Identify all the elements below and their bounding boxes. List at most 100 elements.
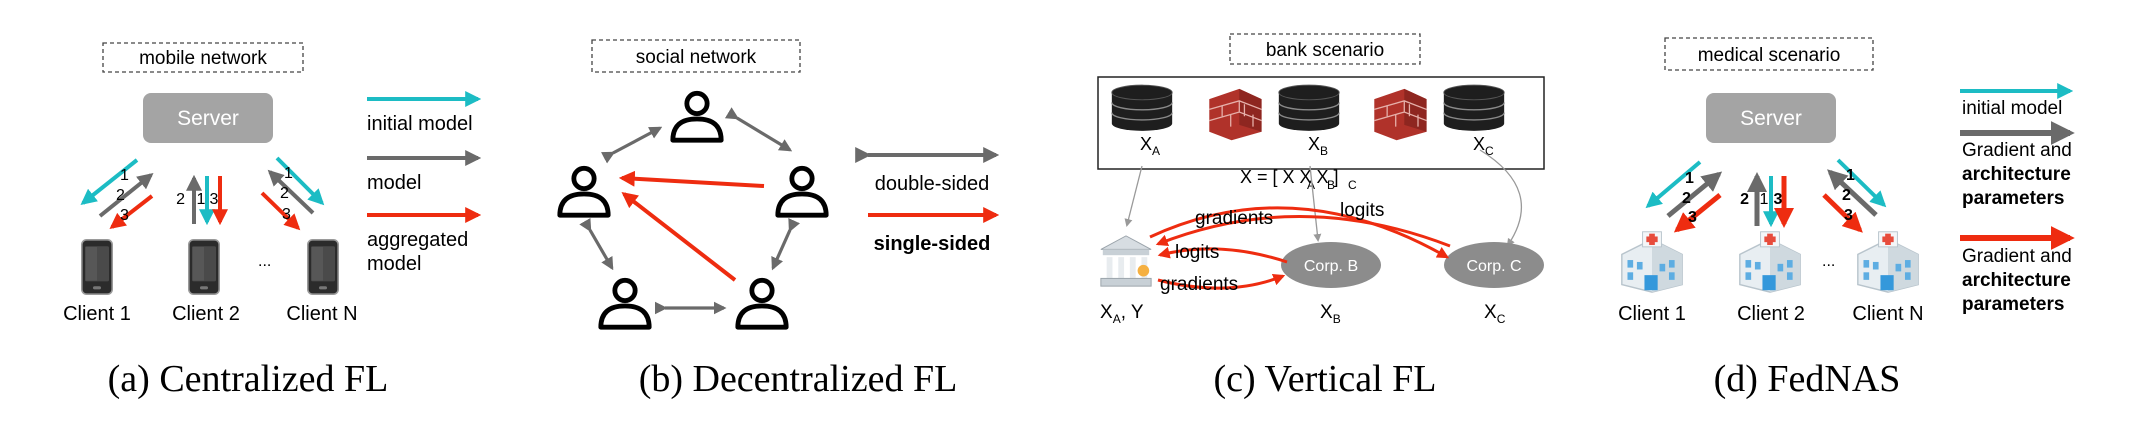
legend-d-grad-label-1: Gradient and bbox=[1962, 140, 2072, 161]
bottom-label-c: XC bbox=[1484, 302, 1506, 326]
legend-d-initial-label: initial model bbox=[1962, 98, 2062, 119]
num-1-d-client2: 1 bbox=[1760, 191, 1769, 208]
num-3-d-clientn: 3 bbox=[1844, 207, 1853, 224]
corp-b-label: Corp. B bbox=[1304, 258, 1358, 275]
legend-d-red-label-1: Gradient and bbox=[1962, 246, 2072, 267]
arrow-d-clientn-red bbox=[1822, 193, 1863, 233]
ellipsis-d: ... bbox=[1822, 253, 1835, 270]
legend-model-label: model bbox=[367, 172, 421, 194]
edge-double bbox=[724, 107, 793, 152]
corp-c-label: Corp. C bbox=[1466, 258, 1521, 275]
firewall-icon bbox=[1373, 88, 1428, 141]
server-box-d bbox=[1706, 93, 1836, 143]
num-1-clientn: 1 bbox=[284, 165, 293, 182]
server-label: Server bbox=[177, 107, 239, 130]
firewall-icon bbox=[1208, 88, 1263, 141]
arrow-logits-c bbox=[1155, 215, 1451, 248]
social-network-tag: social network bbox=[636, 47, 757, 68]
edge-single bbox=[621, 192, 737, 282]
caption-c: (c) Vertical FL bbox=[1214, 358, 1437, 400]
edge-double bbox=[600, 126, 663, 164]
bank-icon bbox=[1100, 235, 1152, 287]
person-icon bbox=[738, 280, 786, 327]
arrow-d-clientn-initial bbox=[1836, 158, 1887, 208]
client-n-label-d: Client N bbox=[1852, 303, 1923, 325]
num-3-d-client1: 3 bbox=[1688, 209, 1697, 226]
num-1-client2: 1 bbox=[197, 191, 206, 208]
legend-initial-label: initial model bbox=[367, 113, 473, 135]
client-2-label: Client 2 bbox=[172, 303, 240, 325]
client-n-label: Client N bbox=[286, 303, 357, 325]
legend-aggregated-label: aggregated bbox=[367, 229, 468, 251]
client-2-label-d: Client 2 bbox=[1737, 303, 1805, 325]
arrow-client1-initial bbox=[80, 158, 139, 205]
database-icon bbox=[1111, 84, 1173, 132]
arrow-client1-model bbox=[98, 172, 154, 218]
mobile-network-tag-box bbox=[102, 42, 304, 73]
connector-c bbox=[1479, 149, 1522, 247]
phone-icon bbox=[81, 238, 113, 296]
legend-double-label: double-sided bbox=[875, 173, 990, 195]
panel-a: mobile network Server 1 2 3 2 1 3 1 2 3 … bbox=[63, 42, 482, 400]
connector-a bbox=[1124, 165, 1143, 227]
person-icon bbox=[560, 168, 608, 215]
num-1-d-clientn: 1 bbox=[1846, 167, 1855, 184]
hospital-icon bbox=[1621, 231, 1683, 293]
edge-double bbox=[579, 217, 614, 271]
panel-c: bank scenario XA XB XC X = [ X X X ] A B… bbox=[1097, 33, 1545, 400]
edge-single bbox=[618, 170, 765, 188]
corp-c-node bbox=[1444, 242, 1544, 288]
bank-scenario-tag: bank scenario bbox=[1266, 40, 1384, 61]
arrow-d-client1-red bbox=[1673, 193, 1722, 233]
logits-label-top: logits bbox=[1340, 200, 1384, 221]
legend-d-red-label-3: parameters bbox=[1962, 294, 2064, 315]
arrow-d-client1-initial bbox=[1645, 160, 1702, 209]
database-icon bbox=[1443, 84, 1505, 132]
mobile-network-tag: mobile network bbox=[139, 48, 267, 69]
legend-single-label: single-sided bbox=[874, 233, 991, 255]
caption-a: (a) Centralized FL bbox=[108, 358, 389, 400]
ellipsis: ... bbox=[258, 253, 271, 270]
legend-d-red-label-2: architecture bbox=[1962, 270, 2071, 291]
num-2-client2: 2 bbox=[176, 191, 185, 208]
gradients-label-bottom: gradients bbox=[1160, 274, 1238, 295]
arrow-clientn-model bbox=[267, 169, 315, 215]
num-3-client2: 3 bbox=[210, 191, 219, 208]
arrow-clientn-initial bbox=[275, 156, 325, 206]
legend-d-grad-label-3: parameters bbox=[1962, 188, 2064, 209]
bank-scenario-tag-box bbox=[1229, 33, 1421, 65]
connector-b bbox=[1309, 165, 1322, 242]
person-icon bbox=[673, 93, 721, 140]
caption-b: (b) Decentralized FL bbox=[639, 358, 958, 400]
database-icon bbox=[1278, 84, 1340, 132]
logits-label-bottom: logits bbox=[1175, 242, 1219, 263]
hospital-icon bbox=[1739, 231, 1801, 293]
arrow-clientn-aggregated bbox=[260, 191, 301, 231]
corp-b-node bbox=[1281, 242, 1381, 288]
num-3-client1: 3 bbox=[120, 207, 129, 224]
legend-d-grad-label-2: architecture bbox=[1962, 164, 2071, 185]
db-c-label: XC bbox=[1473, 134, 1494, 158]
edge-double bbox=[771, 218, 801, 271]
server-box bbox=[143, 93, 273, 143]
phone-icon bbox=[188, 238, 220, 296]
formula-sub-c: C bbox=[1348, 178, 1357, 192]
panel-d: medical scenario Server 1 2 3 2 1 3 1 2 … bbox=[1618, 37, 2075, 400]
social-network-tag-box bbox=[591, 39, 801, 73]
num-3-d-client2: 3 bbox=[1774, 191, 1783, 208]
formula-sub-a: A bbox=[1307, 178, 1315, 192]
arrow-gradients-b bbox=[1157, 273, 1286, 290]
num-2-d-client1: 2 bbox=[1682, 190, 1691, 207]
num-3-clientn: 3 bbox=[282, 206, 291, 223]
medical-scenario-tag-box bbox=[1664, 37, 1874, 71]
legend-aggregated-label-2: model bbox=[367, 253, 421, 275]
bottom-label-a: XA, Y bbox=[1100, 302, 1144, 326]
person-icon bbox=[778, 168, 826, 215]
person-icon bbox=[601, 280, 649, 327]
phone-icon bbox=[307, 238, 339, 296]
partition-formula: X = [ X X X ] bbox=[1240, 167, 1339, 187]
panel-b: social network double-sided single-sided… bbox=[560, 39, 1000, 400]
db-a-label: XA bbox=[1140, 134, 1160, 158]
num-2-client1: 2 bbox=[116, 187, 125, 204]
arrow-d-client1-gradient bbox=[1666, 171, 1723, 218]
